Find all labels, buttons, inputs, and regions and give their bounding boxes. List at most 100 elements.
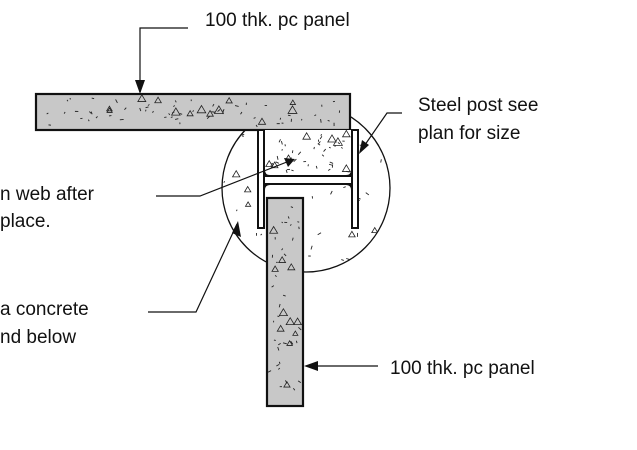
label-concrete-line2: nd below bbox=[0, 327, 76, 348]
speckle-mark bbox=[87, 119, 90, 122]
speckle-mark bbox=[330, 190, 333, 195]
speckle-mark bbox=[358, 255, 362, 258]
speckle-mark bbox=[225, 261, 228, 263]
aggregate-mark bbox=[285, 316, 295, 326]
speckle-mark bbox=[277, 342, 281, 346]
speckle-mark bbox=[323, 148, 327, 152]
speckle-mark bbox=[278, 303, 281, 308]
speckle-mark bbox=[171, 111, 175, 114]
speckle-mark bbox=[276, 155, 279, 160]
speckle-mark bbox=[293, 158, 297, 162]
speckle-mark bbox=[274, 275, 277, 277]
speckle-mark bbox=[340, 146, 343, 149]
bottom-pc-panel bbox=[265, 196, 305, 408]
speckle-mark bbox=[341, 259, 344, 261]
aggregate-mark bbox=[327, 134, 337, 143]
speckle-mark bbox=[223, 181, 226, 183]
aggregate-mark bbox=[287, 263, 296, 271]
speckle-mark bbox=[254, 268, 258, 272]
speckle-mark bbox=[175, 118, 179, 120]
speckle-mark bbox=[281, 248, 284, 251]
speckle-mark bbox=[287, 216, 290, 219]
speckle-mark bbox=[90, 111, 93, 115]
aggregate-mark bbox=[292, 330, 299, 336]
grout-speckle bbox=[265, 129, 351, 174]
aggregate-mark bbox=[371, 226, 379, 234]
aggregate-mark bbox=[231, 169, 241, 178]
aggregate-mark bbox=[271, 265, 279, 272]
aggregate-mark bbox=[265, 159, 274, 167]
speckle-mark bbox=[280, 140, 283, 145]
speckle-mark bbox=[145, 106, 149, 109]
speckle-mark bbox=[297, 151, 302, 155]
aggregate-mark bbox=[381, 148, 389, 155]
speckle-mark bbox=[173, 105, 175, 108]
label-bottom-panel: 100 thk. pc panel bbox=[390, 358, 535, 379]
aggregate-mark bbox=[244, 201, 252, 207]
speckle-mark bbox=[222, 132, 225, 136]
speckle-mark bbox=[328, 146, 331, 149]
speckle-mark bbox=[91, 97, 95, 100]
speckle-mark bbox=[319, 136, 323, 140]
label-top-panel: 100 thk. pc panel bbox=[205, 10, 350, 31]
speckle-mark bbox=[285, 380, 288, 384]
label-web-line1: n web after bbox=[0, 184, 95, 205]
aggregate-mark bbox=[213, 105, 225, 114]
speckle-mark bbox=[290, 206, 294, 208]
bottom-panel-speckle bbox=[267, 206, 303, 391]
aggregate-mark bbox=[105, 105, 113, 112]
aggregate-mark bbox=[341, 129, 351, 138]
speckle-mark bbox=[320, 119, 322, 123]
speckle-mark bbox=[63, 111, 66, 114]
speckle-mark bbox=[290, 341, 294, 345]
aggregate-mark bbox=[106, 107, 113, 113]
leader-top-panel bbox=[139, 27, 188, 92]
speckle-mark bbox=[115, 99, 118, 104]
speckle-mark bbox=[260, 233, 263, 236]
speckle-mark bbox=[217, 109, 221, 112]
aggregate-mark bbox=[225, 96, 233, 104]
arrowhead-top-panel bbox=[135, 80, 145, 94]
aggregate-mark bbox=[302, 131, 312, 140]
speckle-mark bbox=[192, 110, 195, 112]
speckle-mark bbox=[255, 124, 258, 128]
speckle-mark bbox=[321, 154, 325, 157]
label-steel-post-line1: Steel post see bbox=[418, 95, 538, 116]
speckle-mark bbox=[139, 107, 142, 112]
speckle-mark bbox=[328, 163, 333, 166]
speckle-mark bbox=[337, 142, 341, 145]
speckle-mark bbox=[168, 113, 171, 116]
aggregate-mark bbox=[278, 307, 289, 317]
speckle-mark bbox=[285, 169, 288, 174]
speckle-mark bbox=[289, 224, 292, 226]
speckle-mark bbox=[277, 315, 280, 318]
speckle-mark bbox=[283, 253, 287, 257]
speckle-mark bbox=[292, 237, 294, 241]
steel-post bbox=[257, 129, 359, 229]
speckle-mark bbox=[297, 380, 302, 383]
aggregate-mark bbox=[276, 324, 285, 332]
grout-fill bbox=[262, 130, 354, 178]
aggregate-mark bbox=[289, 99, 297, 105]
speckle-mark bbox=[292, 387, 296, 391]
speckle-mark bbox=[327, 120, 330, 122]
aggregate-mark bbox=[293, 317, 303, 326]
aggregate-mark bbox=[243, 185, 252, 193]
aggregate-mark bbox=[154, 96, 162, 104]
aggregate-mark bbox=[196, 104, 207, 114]
speckle-mark bbox=[281, 221, 284, 224]
speckle-mark bbox=[253, 117, 256, 119]
aggregate-mark bbox=[332, 137, 344, 146]
steel-post-web-fillets bbox=[263, 169, 353, 191]
speckle-mark bbox=[222, 132, 225, 136]
top-pc-panel bbox=[34, 92, 352, 132]
speckle-mark bbox=[212, 103, 215, 107]
speckle-mark bbox=[278, 367, 281, 370]
speckle-mark bbox=[320, 133, 322, 136]
speckle-mark bbox=[343, 186, 346, 189]
aggregate-mark bbox=[341, 164, 351, 172]
speckle-mark bbox=[234, 105, 239, 107]
speckle-mark bbox=[95, 116, 98, 119]
